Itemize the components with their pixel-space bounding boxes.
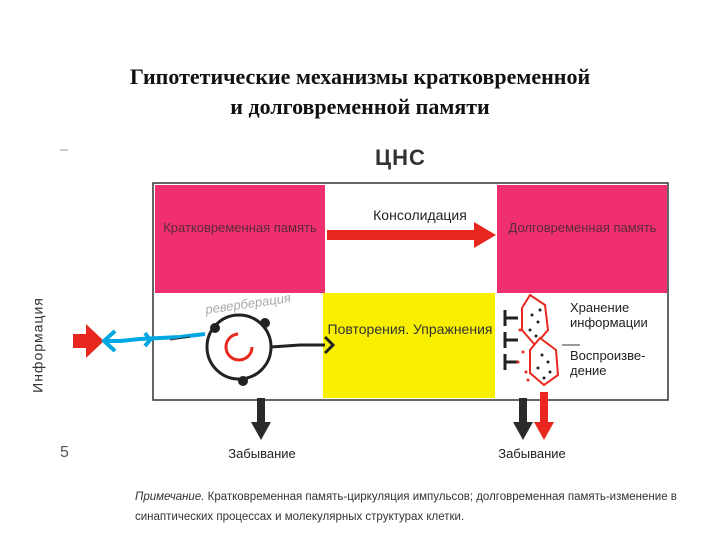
repetition-label: Повторения. Упражнения bbox=[327, 321, 493, 337]
forget-arrow-left bbox=[251, 398, 271, 440]
forgetting-right-label: Забывание bbox=[498, 446, 566, 461]
reproduction-label: Воспроизве- дение bbox=[570, 348, 646, 378]
footnote-text: Кратковременная память-циркуляция импуль… bbox=[135, 491, 677, 523]
consolidation-label: Консолидация bbox=[373, 207, 467, 223]
synapse-dots bbox=[210, 318, 270, 386]
repetition-box bbox=[323, 293, 495, 398]
reproduction-arrow bbox=[534, 392, 554, 440]
consolidation-arrow bbox=[327, 222, 496, 248]
input-neuron bbox=[101, 329, 206, 353]
ltm-synapses bbox=[503, 310, 518, 370]
page-marker: 5 bbox=[60, 444, 69, 461]
short-term-box bbox=[155, 185, 325, 293]
input-small-arrow bbox=[169, 336, 191, 341]
inner-loop-arrow bbox=[224, 332, 254, 362]
page-title-line2: и долговременной памяти bbox=[230, 94, 490, 119]
long-term-memory-label: Долговременная память bbox=[508, 220, 657, 235]
forgetting-left-label: Забывание bbox=[228, 446, 296, 461]
storage-label: Хранение информации bbox=[570, 300, 648, 330]
information-arrow bbox=[73, 324, 104, 358]
cns-label: ЦНС bbox=[375, 145, 426, 170]
output-neuron bbox=[270, 335, 336, 355]
short-term-memory-label: Кратковременная память bbox=[163, 220, 317, 235]
long-term-box bbox=[497, 185, 667, 293]
information-label: Информация bbox=[29, 297, 46, 393]
page-title-line1: Гипотетические механизмы кратковременной bbox=[129, 64, 591, 89]
footnote: Примечание. Кратковременная память-цирку… bbox=[135, 487, 695, 527]
footnote-prefix: Примечание. bbox=[135, 491, 205, 503]
molecular-cells bbox=[516, 293, 560, 387]
forget-arrow-right-dark bbox=[513, 398, 533, 440]
